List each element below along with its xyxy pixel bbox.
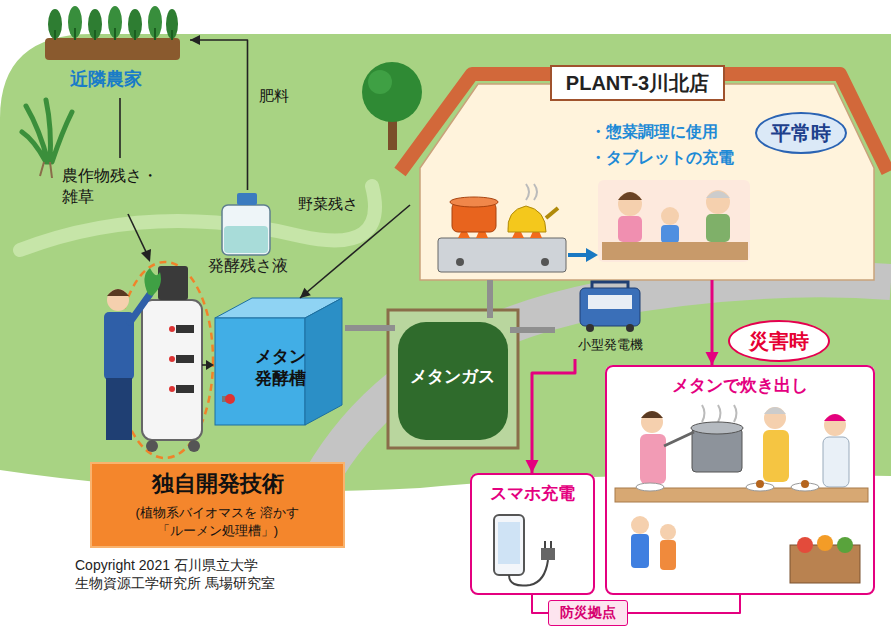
shop-building	[400, 74, 888, 280]
worker	[104, 268, 161, 440]
family-table	[598, 180, 750, 262]
shop-sign: PLANT-3川北店	[550, 65, 725, 101]
farm-field	[45, 6, 180, 60]
connector	[490, 280, 491, 318]
connector	[190, 35, 248, 190]
connector	[300, 205, 410, 298]
tree	[362, 62, 422, 150]
bottle-node: 発酵残さ液	[190, 190, 305, 282]
cookout-box: メタンで炊き出し	[605, 365, 875, 595]
connector-line	[510, 327, 555, 333]
connector	[628, 595, 740, 613]
generator-icon	[580, 282, 640, 332]
flow-label: 農作物残さ・ 雑草	[62, 166, 161, 208]
weed-tuft	[22, 100, 72, 178]
connector-line	[345, 325, 395, 331]
connector-line	[532, 359, 575, 473]
phone-charging	[470, 473, 595, 595]
disaster-base-tag: 防災拠点	[548, 600, 628, 626]
badge-text: 災害時	[749, 328, 809, 354]
cookout-scene	[605, 365, 875, 595]
box-body: (植物系バイオマスを 溶かす「ルーメン処理槽」)	[136, 504, 300, 539]
connector-line	[487, 280, 493, 318]
edge-label: 野菜残さ	[296, 194, 360, 214]
connector-line	[300, 205, 410, 298]
copyright-note: Copyright 2021 石川県立大学 生物資源工学研究所 馬場研究室	[75, 556, 278, 592]
gas-bag: メタンガス	[395, 318, 510, 440]
usage-item: ・タブレットの充電	[590, 148, 734, 169]
connector	[526, 359, 576, 473]
shop-house: PLANT-3川北店・惣菜調理に使用・タブレットの充電 平常時	[410, 60, 865, 280]
usage-item: ・惣菜調理に使用	[590, 122, 718, 143]
farm-node: 近隣農家	[40, 4, 190, 98]
connector	[532, 595, 548, 613]
connector	[706, 280, 719, 365]
arrowhead	[526, 460, 539, 473]
technology-box: 独自開発技術 (植物系バイオマスを 溶かす「ルーメン処理槽」)	[90, 462, 345, 548]
connector-line	[628, 595, 740, 613]
box-heading: スマホ充電	[490, 483, 575, 505]
methane-tank: メタン 発酵槽	[215, 298, 345, 426]
bottle-label: 発酵残さ液	[208, 256, 288, 277]
connector-line	[532, 595, 548, 613]
disaster-badge: 災害時	[728, 320, 830, 362]
methane-fermenter	[215, 298, 342, 425]
connector-line	[190, 40, 248, 190]
badge-text: 平常時	[771, 120, 831, 146]
generator-node: 小型発電機	[555, 283, 665, 359]
arrowhead	[300, 288, 311, 298]
gas-label: メタンガス	[410, 366, 495, 388]
connector	[345, 328, 395, 329]
farm-label: 近隣農家	[70, 68, 142, 91]
arrowhead	[190, 35, 200, 45]
phone-charge-box: スマホ充電	[470, 473, 595, 595]
connector	[510, 330, 555, 331]
arrowhead	[706, 352, 719, 365]
gas-stove	[438, 184, 598, 272]
generator-label: 小型発電機	[578, 337, 643, 354]
fertilizer-bottle	[222, 193, 270, 255]
normal-time-badge: 平常時	[755, 112, 847, 154]
edge-label: 肥料	[257, 86, 291, 106]
tag-text: 防災拠点	[560, 603, 616, 621]
gas-holder	[388, 310, 518, 448]
box-heading: メタンで炊き出し	[672, 375, 808, 397]
tank-label: メタン 発酵槽	[255, 346, 310, 390]
box-heading: 独自開発技術	[152, 470, 284, 499]
